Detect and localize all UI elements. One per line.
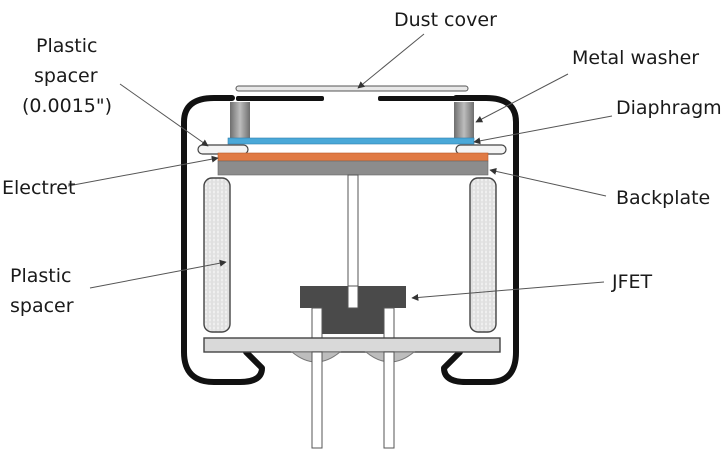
label-electret: Electret [2, 177, 75, 199]
leader-diaphragm [473, 115, 613, 145]
jfet-body [300, 286, 406, 334]
jfet-pin-right-upper [383, 307, 395, 339]
leader-plastic-spacer-top [119, 83, 209, 147]
label-diaphragm: Diaphragm [616, 97, 722, 119]
base-plate [203, 337, 501, 353]
leader-backplate [489, 167, 607, 197]
jfet-pin-left-upper [311, 307, 323, 339]
plastic-spacer-right [469, 177, 497, 333]
label-dust-cover: Dust cover [394, 9, 497, 31]
dust-cover [235, 85, 469, 92]
housing-outline [181, 95, 265, 385]
plastic-spacer-thin-right [455, 144, 507, 155]
backplate [217, 160, 489, 176]
label-plastic-spacer-top-1: Plastic [36, 35, 97, 57]
label-plastic-spacer-side-1: Plastic [10, 265, 71, 287]
output-pin-left [311, 351, 323, 449]
housing-top-left [236, 96, 324, 101]
leader-dust-cover [357, 33, 425, 89]
label-plastic-spacer-top-2: spacer [34, 65, 98, 87]
diaphragm [227, 137, 475, 145]
leader-plastic-spacer-side [89, 259, 227, 289]
metal-washer-right [454, 102, 474, 138]
leader-jfet [411, 281, 605, 301]
output-pin-right [383, 351, 395, 449]
leader-metal-washer [475, 73, 569, 123]
label-plastic-spacer-top-3: (0.0015") [22, 95, 112, 117]
electret-layer [217, 152, 489, 162]
label-backplate: Backplate [616, 187, 710, 209]
metal-washer-left [230, 102, 250, 138]
plastic-spacer-left [203, 177, 231, 333]
backplate-lead [347, 174, 359, 296]
jfet-center-slot [347, 285, 359, 309]
plastic-spacer-thin-left [197, 144, 249, 155]
housing-outline-right [441, 95, 519, 385]
housing-top-right [378, 96, 466, 101]
label-metal-washer: Metal washer [572, 47, 699, 69]
label-jfet: JFET [611, 271, 653, 293]
label-plastic-spacer-side-2: spacer [10, 295, 74, 317]
leader-electret [67, 155, 219, 187]
